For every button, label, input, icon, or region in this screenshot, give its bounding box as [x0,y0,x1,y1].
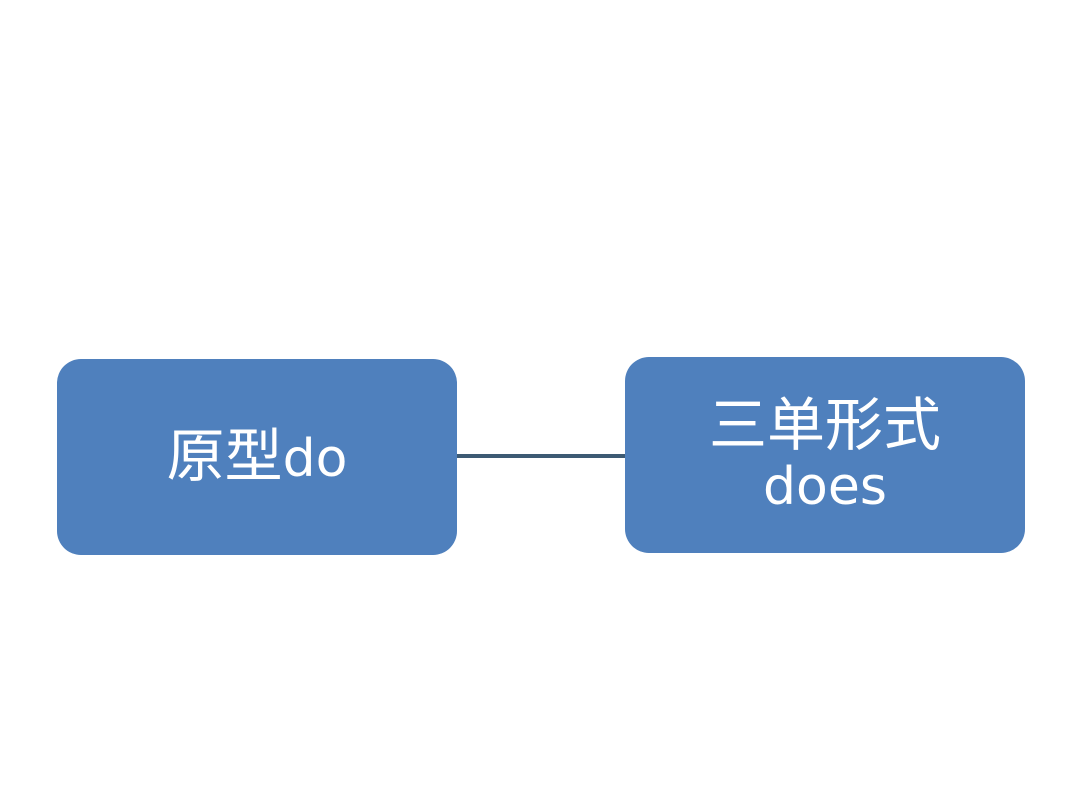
node-prototype-latin-label: do [282,429,348,490]
node-third-person-singular[interactable]: 三单形式 does [625,357,1025,553]
node-third-person-line2-label: does [763,457,887,518]
node-prototype[interactable]: 原型 do [57,359,457,555]
node-prototype-cjk-label: 原型 [166,422,283,491]
node-prototype-text-row: 原型 do [166,422,348,491]
connector-line-prototype-to-third-person [455,454,627,458]
node-third-person-line1-label: 三单形式 [708,390,941,459]
